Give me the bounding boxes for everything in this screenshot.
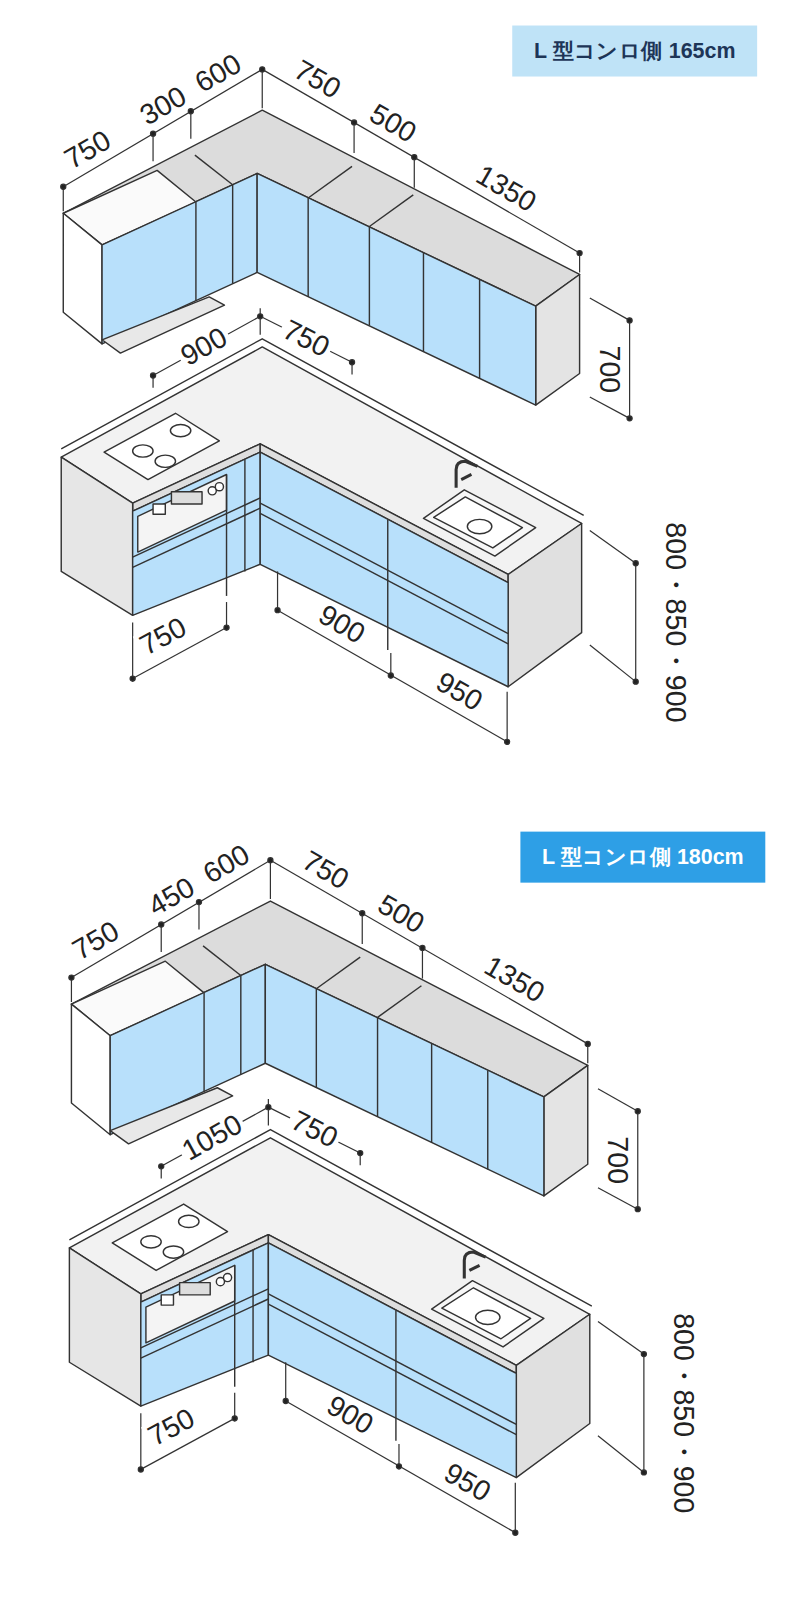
dimension-label: 700 <box>595 342 624 396</box>
dimension-label: 900 <box>311 599 372 651</box>
dimension-label: 800・850・900 <box>669 1310 698 1516</box>
dimension-label: 750 <box>133 611 194 661</box>
badge-text: L 型コンロ側 165cm <box>534 37 736 66</box>
dimension-label: 450 <box>141 871 202 923</box>
title-badge: L 型コンロ側 180cm <box>520 832 765 883</box>
kitchen-180 <box>69 858 647 1536</box>
dimension-label: 600 <box>196 838 257 890</box>
dimension-label: 750 <box>141 1402 202 1452</box>
dimension-label: 500 <box>371 888 432 940</box>
dimension-label: 750 <box>287 54 348 106</box>
dimension-label: 600 <box>188 48 249 100</box>
dimension-label: 1050 <box>175 1108 250 1167</box>
dimension-label: 750 <box>276 314 337 364</box>
dimension-label: 500 <box>362 98 423 150</box>
dimension-label: 750 <box>65 915 126 967</box>
dimension-label: 900 <box>320 1389 381 1441</box>
dimension-label: 800・850・900 <box>661 519 690 725</box>
dimension-label: 950 <box>437 1457 498 1509</box>
dimension-label: 750 <box>284 1105 345 1155</box>
dimension-label: 750 <box>57 124 118 176</box>
title-badge: L 型コンロ側 165cm <box>512 26 757 77</box>
dimension-label: 900 <box>174 321 235 372</box>
dimension-label: 750 <box>295 845 356 897</box>
badge-text: L 型コンロ側 180cm <box>542 843 744 872</box>
dimension-label: 300 <box>133 80 194 132</box>
dimension-label: 950 <box>429 666 490 718</box>
dimension-label: 700 <box>603 1133 632 1187</box>
dimension-label: 1350 <box>477 950 552 1010</box>
dimension-label: 1350 <box>469 159 544 219</box>
kitchen-165 <box>61 67 639 745</box>
